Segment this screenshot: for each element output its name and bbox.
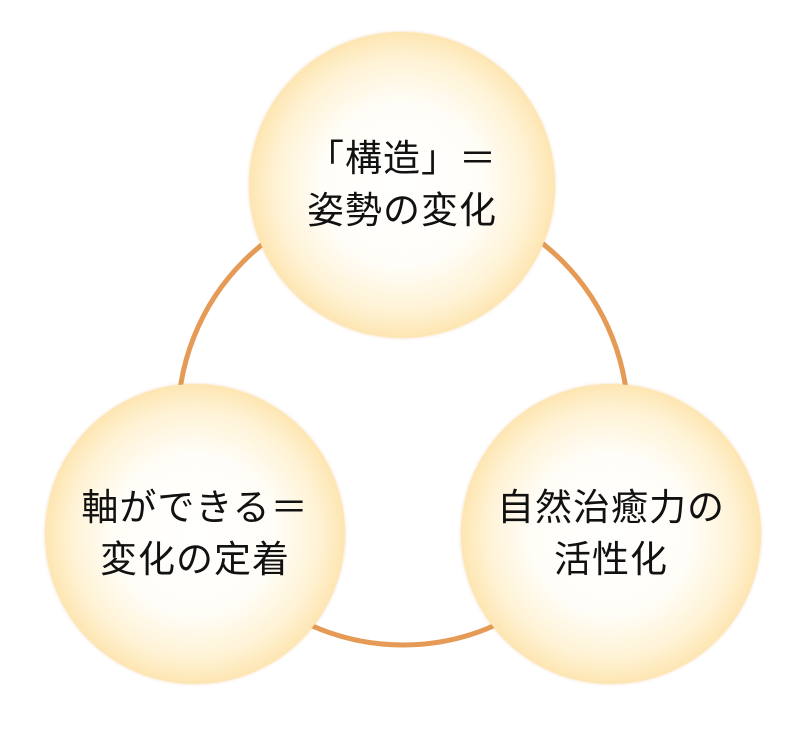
node-healing: 自然治癒力の 活性化 [461,384,761,684]
node-axis-line-1: 軸ができる＝ [81,486,309,529]
node-axis: 軸ができる＝ 変化の定着 [45,384,345,684]
node-axis-line-2: 変化の定着 [100,538,290,581]
node-healing-line-2: 活性化 [554,538,668,581]
node-structure-line-1: 「構造」＝ [307,137,497,180]
node-structure: 「構造」＝ 姿勢の変化 [249,32,555,338]
node-structure-line-2: 姿勢の変化 [307,189,497,232]
node-healing-line-1: 自然治癒力の [497,486,725,529]
